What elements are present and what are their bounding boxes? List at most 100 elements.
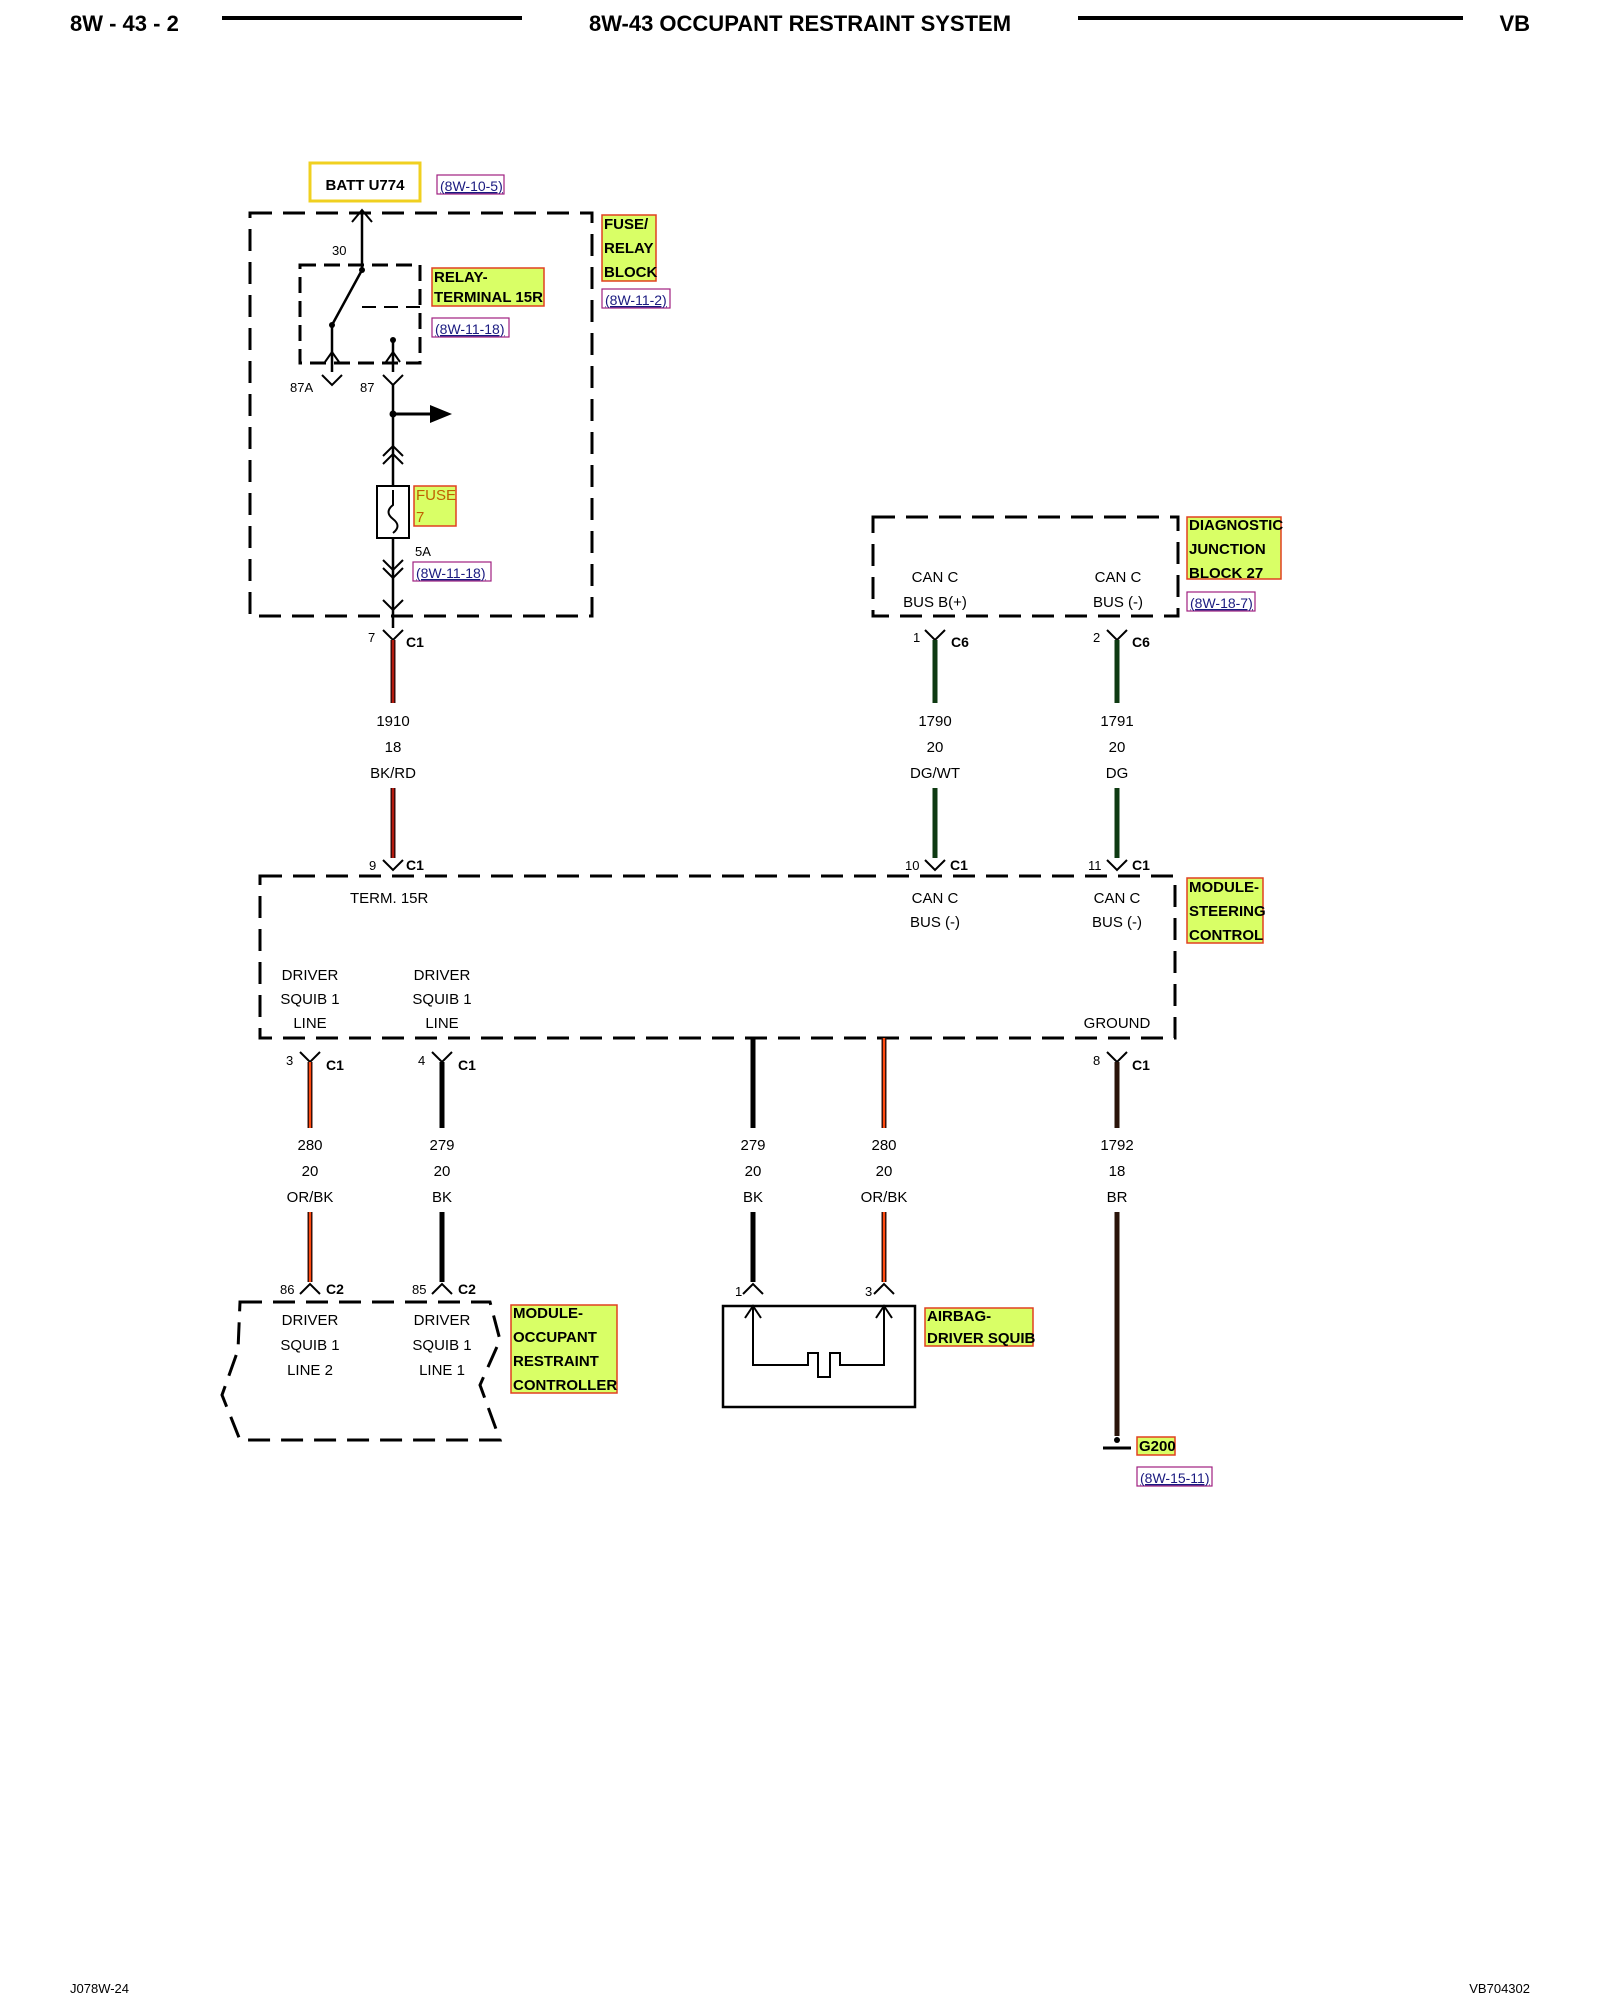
ground-ref-box [1136,1466,1213,1487]
wire-1910-color: BK/RD [370,765,416,782]
fuse-relay-ref-link[interactable]: (8W-11-2) [605,292,667,308]
fuse-relay-block-label-box [601,214,657,282]
wire-1910-gauge: 18 [385,739,402,756]
wire-280-b: 280 20 OR/BK [861,1038,907,1282]
c1-pin10-terminal [924,859,946,872]
orc-label-3: RESTRAINT [513,1353,599,1370]
wire-279a-circuit: 279 [429,1137,454,1154]
wire-279-a: 279 20 BK [429,1062,455,1282]
wire-280a-gauge: 20 [302,1163,319,1180]
squib-inner-arrow-1 [744,1304,762,1319]
steering-can1-2: BUS (-) [910,914,960,931]
wire-1790-gauge: 20 [927,739,944,756]
batt-box [308,161,422,203]
fuse-ref-link[interactable]: (8W-11-18) [416,565,486,581]
wire-279a-color: BK [432,1189,452,1206]
c6-pin2-number: 2 [1093,630,1100,645]
wire-1910: 1910 18 BK/RD [370,640,416,858]
footer-right: VB704302 [1469,1981,1530,1996]
steering-can1-1: CAN C [912,890,959,907]
wire-280a-color: OR/BK [287,1189,334,1206]
pin30-arrow [351,208,373,223]
orc-label-2: OCCUPANT [513,1329,597,1346]
diag-ref-link[interactable]: (8W-18-7) [1190,595,1253,611]
c6-pin1-number: 1 [913,630,920,645]
fuse-in-chevron-2 [382,452,404,465]
squib-pin3-terminal [873,1282,895,1295]
c1-pin3-terminal [299,1051,321,1064]
wire-1791-circuit: 1791 [1100,713,1133,730]
ground-label-box [1136,1436,1176,1456]
c1-pin7-number: 7 [368,630,375,645]
c6-pin1-connector: C6 [951,634,969,650]
relay-switch-arm [330,269,364,326]
wire-1791-gauge: 20 [1109,739,1126,756]
steering-label-3: CONTROL [1189,927,1263,944]
orc-label-4: CONTROLLER [513,1377,617,1394]
relay-ref-box [431,317,510,338]
diag-label-box [1186,516,1282,580]
diag-can-bplus-1: CAN C [912,569,959,586]
wire-1910-circuit: 1910 [376,713,409,730]
relay-pin-30: 30 [332,243,346,258]
c1-pin3-number: 3 [286,1053,293,1068]
wire-279-b: 279 20 BK [740,1038,766,1282]
relay-contact-87 [390,337,396,343]
c1-pin8-connector: C1 [1132,1057,1150,1073]
wire-1792-circuit: 1792 [1100,1137,1133,1154]
relay-ref-link[interactable]: (8W-11-18) [435,321,505,337]
orc-a-3: LINE 2 [287,1362,333,1379]
c1-pin4-number: 4 [418,1053,425,1068]
steering-sq1-1: DRIVER [282,967,339,984]
relay-label-1: RELAY- [434,269,488,286]
diag-junction-outline [871,515,1180,618]
c1-pin4-terminal [431,1051,453,1064]
batt-label: BATT U774 [326,177,406,194]
c1-pin10-number: 10 [905,858,919,873]
c6-pin2-connector: C6 [1132,634,1150,650]
batt-ref-box [436,174,505,195]
steering-sq1-2: SQUIB 1 [280,991,339,1008]
page-id: 8W - 43 - 2 [70,11,179,36]
wire-1792-gauge: 18 [1109,1163,1126,1180]
wire-1790-color: DG/WT [910,765,960,782]
wire-279b-circuit: 279 [740,1137,765,1154]
steering-sq1-3: LINE [293,1015,326,1032]
relay-label-box [431,267,545,307]
wire-279a-gauge: 20 [434,1163,451,1180]
diag-label-1: DIAGNOSTIC [1189,517,1283,534]
batt-ref-link[interactable]: (8W-10-5) [440,178,503,194]
fuse-relay-ref-box [601,288,671,309]
airbag-squib-body [721,1304,917,1409]
c1-pin8-number: 8 [1093,1053,1100,1068]
wire-1791: 1791 20 DG [1100,640,1134,858]
fuse-in-chevron-1 [382,444,404,457]
c2-pin86-number: 86 [280,1282,294,1297]
fuse-label-2: 7 [416,509,424,526]
c2-pin85-connector: C2 [458,1281,476,1297]
wire-1790-circuit: 1790 [918,713,951,730]
c1-pin7-connector: C1 [406,634,424,650]
airbag-label-2: DRIVER SQUIB [927,1330,1036,1347]
wire-280-a: 280 20 OR/BK [287,1062,334,1282]
wire-280a-circuit: 280 [297,1137,322,1154]
wire-280b-circuit: 280 [871,1137,896,1154]
relay-outline [298,263,422,365]
fuse-label-box [413,485,457,527]
steering-sq2-2: SQUIB 1 [412,991,471,1008]
wire-1791-color: DG [1106,765,1129,782]
orc-b-3: LINE 1 [419,1362,465,1379]
steering-can2-1: CAN C [1094,890,1141,907]
airbag-label-1: AIRBAG- [927,1308,991,1325]
steering-ground: GROUND [1084,1015,1151,1032]
diag-can-minus-2: BUS (-) [1093,594,1143,611]
c1-pin3-connector: C1 [326,1057,344,1073]
relay-contact-87a [329,322,335,328]
wire-280b-gauge: 20 [876,1163,893,1180]
fuse-relay-block-label-3: BLOCK [604,264,657,281]
ground-ref-link[interactable]: (8W-15-11) [1140,1470,1210,1486]
steering-module-outline [258,874,1177,1040]
airbag-label-box [924,1307,1034,1347]
relay-87-chevron [385,350,401,363]
steering-can2-2: BUS (-) [1092,914,1142,931]
